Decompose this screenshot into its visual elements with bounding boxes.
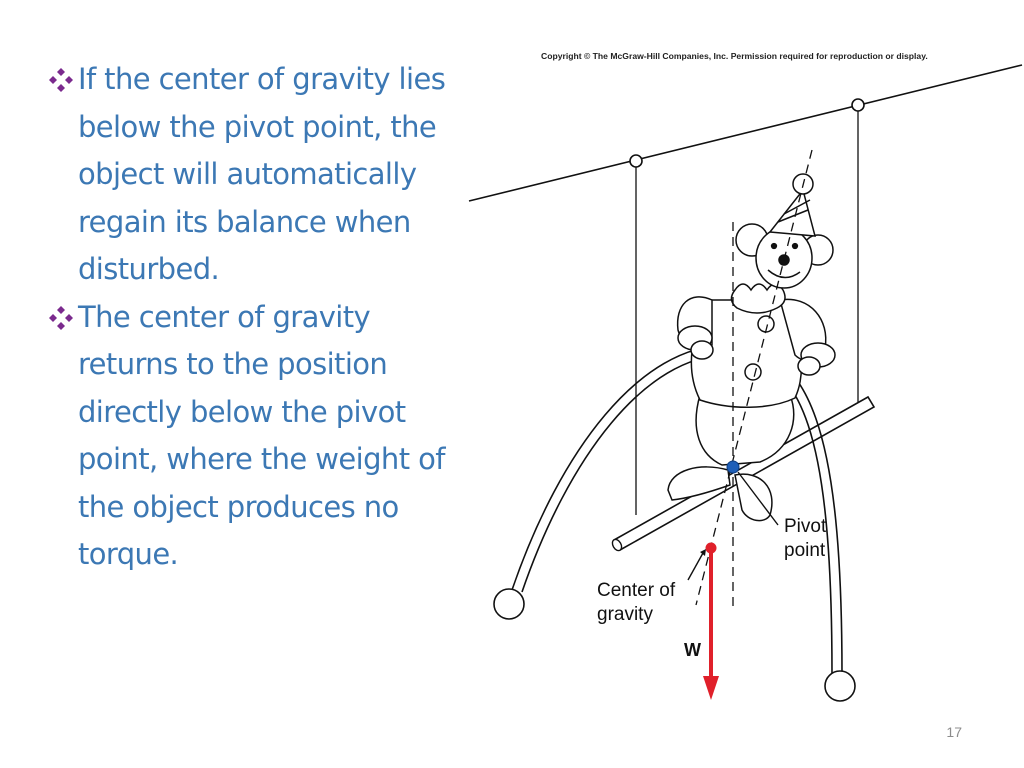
bullet-item: The center of gravity returns to the pos… (44, 294, 464, 579)
copyright-notice: Copyright © The McGraw-Hill Companies, I… (541, 51, 928, 61)
weight-label: W (684, 640, 701, 660)
pole-weight-left (493, 588, 525, 620)
pole-weight-right (824, 670, 856, 702)
diamond-cluster-icon (49, 305, 73, 330)
bullet-list: If the center of gravity lies below the … (44, 56, 464, 579)
cog-label-line1: Center of (597, 580, 676, 601)
tightrope (468, 64, 1023, 202)
bullet-item: If the center of gravity lies below the … (44, 56, 464, 294)
pivot-point-dot (726, 460, 740, 474)
cog-label-line2: gravity (597, 604, 653, 625)
wire-ring-left (629, 154, 643, 168)
weight-arrow (703, 548, 719, 700)
body-axis-line (695, 149, 813, 606)
bullet-text: The center of gravity returns to the pos… (78, 299, 445, 572)
slide-number: 17 (946, 724, 962, 740)
diamond-cluster-icon (49, 68, 73, 92)
wire-ring-right (851, 98, 865, 112)
cog-leader-line (687, 552, 704, 581)
center-of-gravity-dot (705, 542, 717, 554)
pivot-label-line1: Pivot (784, 516, 827, 537)
bullet-text: If the center of gravity lies below the … (78, 62, 446, 286)
clown-balance-diagram: Copyright © The McGraw-Hill Companies, I… (468, 51, 1023, 702)
pivot-leader-line (737, 471, 779, 526)
clown-figure (667, 173, 836, 522)
pivot-label-line2: point (784, 540, 826, 561)
